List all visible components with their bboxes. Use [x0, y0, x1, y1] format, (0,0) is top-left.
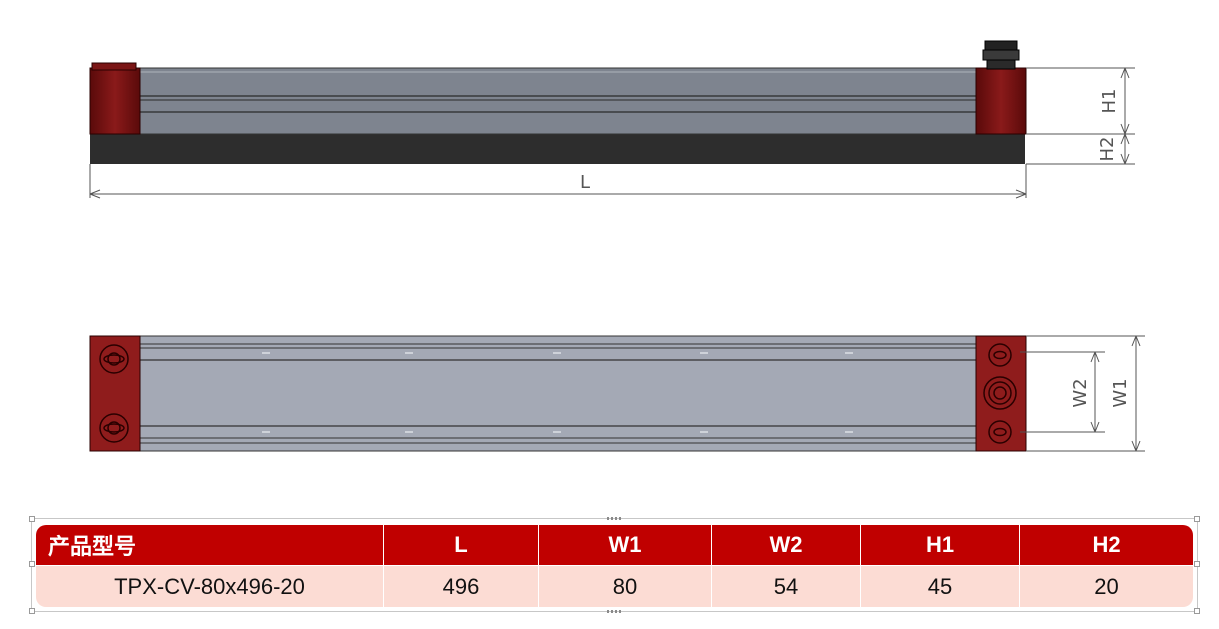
header-h2: H2 [1020, 525, 1193, 565]
header-w2: W2 [712, 525, 861, 565]
header-h1: H1 [861, 525, 1020, 565]
right-bolt-icon-bottom [988, 420, 1012, 444]
resize-handle-bottom[interactable] [607, 610, 621, 613]
dim-label-h1: H1 [1099, 89, 1120, 114]
resize-handle-left[interactable] [29, 561, 35, 567]
dim-label-h2: H2 [1097, 137, 1118, 162]
technical-drawing: L H1 H2 [89, 40, 1145, 452]
left-bolt-icon-top [99, 344, 129, 374]
fitting-icon [982, 40, 1020, 70]
header-model: 产品型号 [36, 525, 384, 565]
left-end-block [89, 67, 141, 135]
cell-h2: 20 [1020, 565, 1193, 607]
left-end-cap [91, 62, 137, 71]
rail-dashes [262, 352, 853, 433]
dimension-lines-side [89, 67, 1135, 199]
spec-table: 产品型号 L W1 W2 H1 H2 TPX-CV-80x496-20 496 … [36, 525, 1193, 607]
dimension-lines-top [1020, 335, 1145, 452]
dim-label-w1: W1 [1110, 378, 1131, 407]
side-view: L H1 H2 [89, 40, 1135, 199]
resize-handle-tr[interactable] [1194, 516, 1200, 522]
dim-label-w2: W2 [1070, 378, 1091, 407]
cell-l: 496 [384, 565, 539, 607]
resize-handle-tl[interactable] [29, 516, 35, 522]
header-w1: W1 [539, 525, 712, 565]
port-icon [983, 376, 1017, 410]
cell-w2: 54 [712, 565, 861, 607]
resize-handle-br[interactable] [1194, 608, 1200, 614]
cell-model: TPX-CV-80x496-20 [36, 565, 384, 607]
resize-handle-right[interactable] [1194, 561, 1200, 567]
table-header-row: 产品型号 L W1 W2 H1 H2 [36, 525, 1193, 565]
resize-handle-bl[interactable] [29, 608, 35, 614]
cell-w1: 80 [539, 565, 712, 607]
cell-h1: 45 [861, 565, 1020, 607]
base-plate [90, 134, 1025, 164]
header-l: L [384, 525, 539, 565]
resize-handle-top[interactable] [607, 517, 621, 520]
dim-label-l: L [580, 172, 590, 193]
top-view: W2 W1 [89, 335, 1145, 452]
left-bolt-icon-bottom [99, 413, 129, 443]
right-end-block [975, 67, 1027, 135]
spec-table-container: 产品型号 L W1 W2 H1 H2 TPX-CV-80x496-20 496 … [29, 516, 1200, 614]
table-row: TPX-CV-80x496-20 496 80 54 45 20 [36, 565, 1193, 607]
side-body [137, 67, 979, 135]
right-bolt-icon-top [988, 343, 1012, 367]
